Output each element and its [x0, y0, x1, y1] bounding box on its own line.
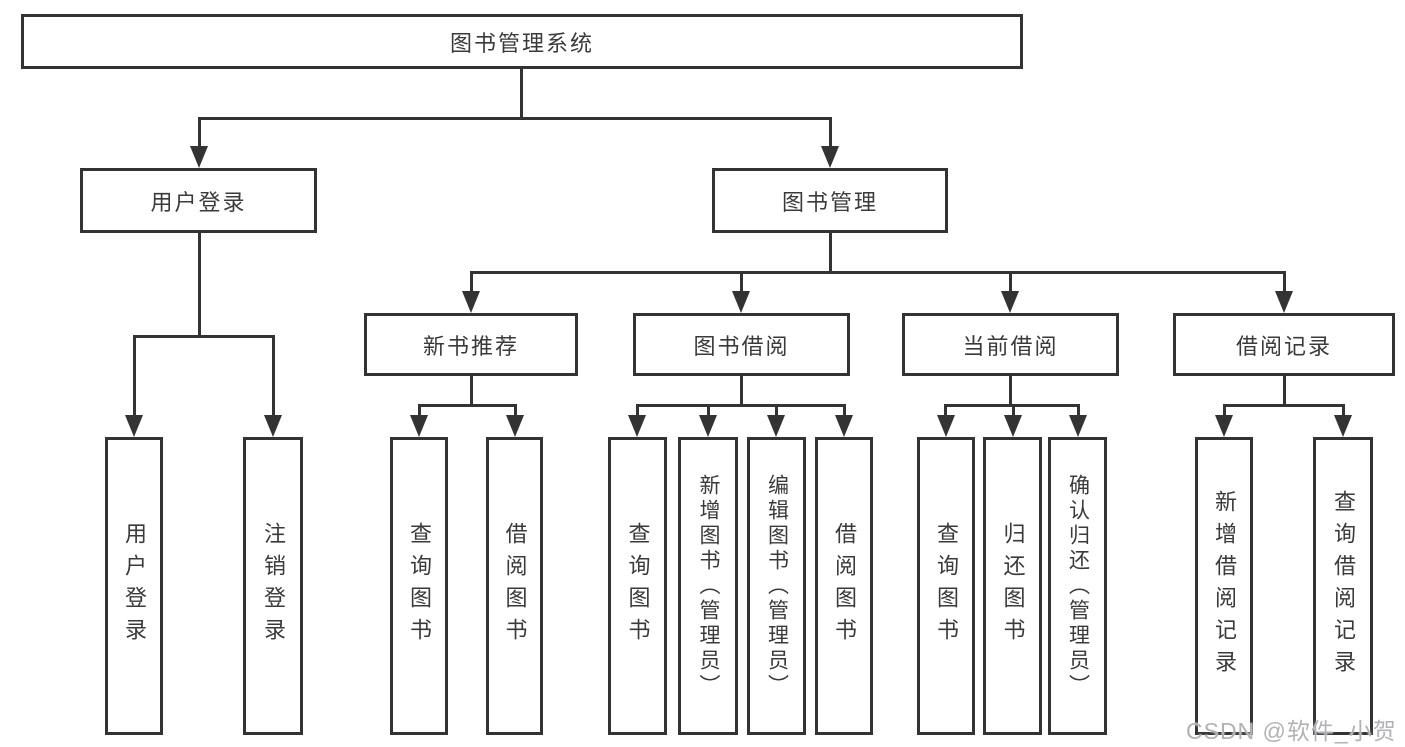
vline: [1283, 376, 1286, 407]
arrow-down-icon: [821, 146, 839, 168]
vline: [1012, 404, 1015, 418]
leaf-logout: 注销登录: [243, 437, 303, 735]
arrow-down-icon: [732, 291, 750, 313]
vline: [133, 335, 136, 420]
arrow-down-icon: [1004, 415, 1022, 437]
arrow-down-icon: [1215, 415, 1233, 437]
vline: [470, 271, 473, 295]
arrow-down-icon: [1069, 415, 1087, 437]
leaf-query-borrow-record: 查询借阅记录: [1313, 437, 1373, 735]
node-book-borrowing: 图书借阅: [633, 313, 850, 376]
node-user-login-branch: 用户登录: [80, 168, 317, 233]
vline: [775, 404, 778, 418]
vline: [1223, 404, 1226, 418]
vline: [1283, 271, 1286, 295]
vline: [829, 117, 832, 150]
vline: [1009, 271, 1012, 295]
vline: [843, 404, 846, 418]
watermark: CSDN @软件_小贺同学: [1186, 718, 1397, 744]
vline: [707, 404, 710, 418]
arrow-down-icon: [835, 415, 853, 437]
vline: [418, 404, 421, 418]
vline: [520, 69, 523, 120]
vline: [470, 376, 473, 407]
arrow-down-icon: [1334, 415, 1352, 437]
vline: [198, 233, 201, 338]
node-library-system: 图书管理系统: [21, 14, 1023, 69]
leaf-borrow-books-recommend: 借阅图书: [486, 437, 543, 735]
vline: [1077, 404, 1080, 418]
node-book-management-branch: 图书管理: [712, 168, 948, 233]
node-new-book-recommendation: 新书推荐: [364, 313, 578, 376]
vline: [740, 376, 743, 407]
hline: [470, 271, 1286, 274]
arrow-down-icon: [462, 291, 480, 313]
leaf-query-books-borrowing: 查询图书: [608, 437, 667, 735]
leaf-return-books: 归还图书: [983, 437, 1042, 735]
vline: [1342, 404, 1345, 418]
vline: [636, 404, 639, 418]
leaf-query-books-current: 查询图书: [917, 437, 975, 735]
leaf-edit-books-admin: 编辑图书（管理员）: [747, 437, 806, 735]
vline: [514, 404, 517, 418]
node-borrowing-records: 借阅记录: [1173, 313, 1395, 376]
vline: [198, 117, 201, 150]
leaf-user-login: 用户登录: [105, 437, 163, 735]
leaf-add-books-admin: 新增图书（管理员）: [678, 437, 738, 735]
vline: [272, 335, 275, 420]
leaf-confirm-return-admin: 确认归还（管理员）: [1048, 437, 1107, 735]
arrow-down-icon: [190, 146, 208, 168]
arrow-down-icon: [699, 415, 717, 437]
hline: [418, 404, 517, 407]
hline: [1223, 404, 1345, 407]
hline: [636, 404, 846, 407]
arrow-down-icon: [937, 415, 955, 437]
vline: [829, 233, 832, 274]
vline: [944, 404, 947, 418]
arrow-down-icon: [1275, 291, 1293, 313]
arrow-down-icon: [1001, 291, 1019, 313]
node-current-borrowing: 当前借阅: [902, 313, 1119, 376]
vline: [740, 271, 743, 295]
hline: [133, 335, 275, 338]
leaf-borrow-books-borrowing: 借阅图书: [815, 437, 873, 735]
leaf-add-borrow-record: 新增借阅记录: [1195, 437, 1253, 735]
arrow-down-icon: [125, 415, 143, 437]
hline: [198, 117, 832, 120]
arrow-down-icon: [264, 415, 282, 437]
leaf-query-books-recommend: 查询图书: [390, 437, 448, 735]
arrow-down-icon: [767, 415, 785, 437]
arrow-down-icon: [506, 415, 524, 437]
arrow-down-icon: [628, 415, 646, 437]
vline: [1009, 376, 1012, 407]
arrow-down-icon: [410, 415, 428, 437]
